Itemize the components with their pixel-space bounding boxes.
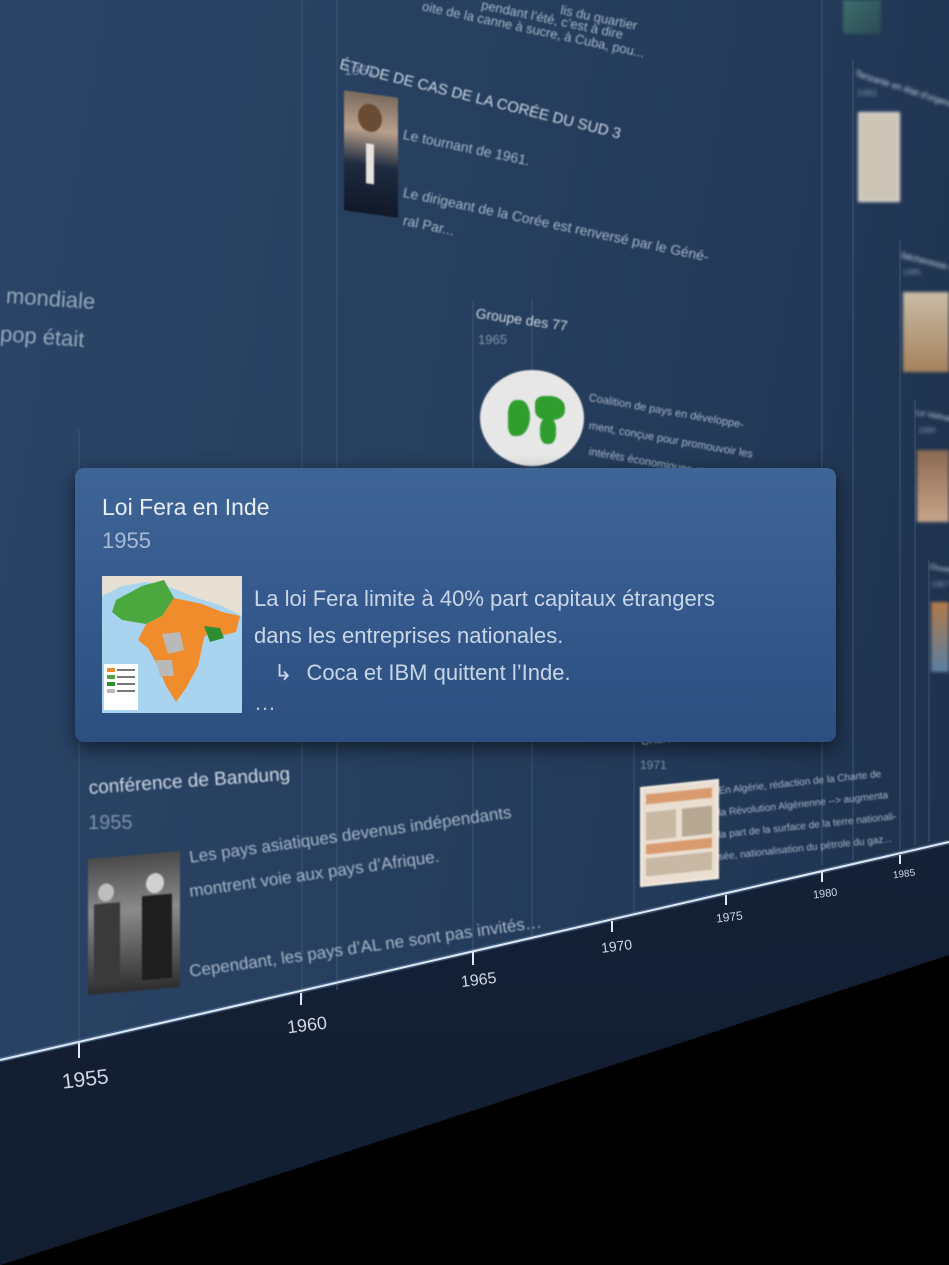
event-year: 1971 — [640, 758, 667, 772]
event-photo-document — [640, 778, 719, 888]
event-photo — [903, 292, 949, 372]
india-map-icon — [102, 576, 242, 713]
event-photo — [931, 602, 949, 672]
card-description-subline: ↳ Coca et IBM quittent l’Inde. — [254, 654, 814, 691]
event-photo-bandung — [88, 850, 180, 996]
return-arrow-icon: ↳ — [274, 660, 293, 685]
event-year: 1986 — [918, 426, 936, 435]
india-map-thumbnail[interactable] — [102, 576, 242, 713]
card-year: 1955 — [102, 528, 151, 553]
event-photo — [858, 112, 900, 202]
card-description-line: La loi Fera limite à 40% part capitaux é… — [254, 586, 716, 611]
axis-line — [0, 841, 949, 1061]
event-card-loi-fera[interactable]: Loi Fera en Inde 1955 — [75, 468, 836, 742]
event-year: 1987 — [931, 580, 949, 589]
event-year: 1961 — [344, 62, 376, 78]
event-photo — [917, 450, 949, 522]
event-year: 1985 — [903, 268, 921, 277]
card-more-ellipsis[interactable]: … — [254, 690, 276, 715]
card-description-line: Coca et IBM quittent l’Inde. — [306, 660, 571, 685]
card-title: Loi Fera en Inde — [102, 494, 270, 520]
event-year: 1965 — [478, 332, 507, 347]
event-photo — [843, 0, 881, 34]
card-description: La loi Fera limite à 40% part capitaux é… — [254, 580, 814, 691]
event-year: 1955 — [88, 812, 133, 834]
card-description-line: dans les entreprises nationales. — [254, 623, 564, 648]
event-photo-world-map — [480, 370, 584, 466]
event-year: 1982 — [857, 88, 878, 98]
event-photo-leader — [344, 90, 398, 218]
